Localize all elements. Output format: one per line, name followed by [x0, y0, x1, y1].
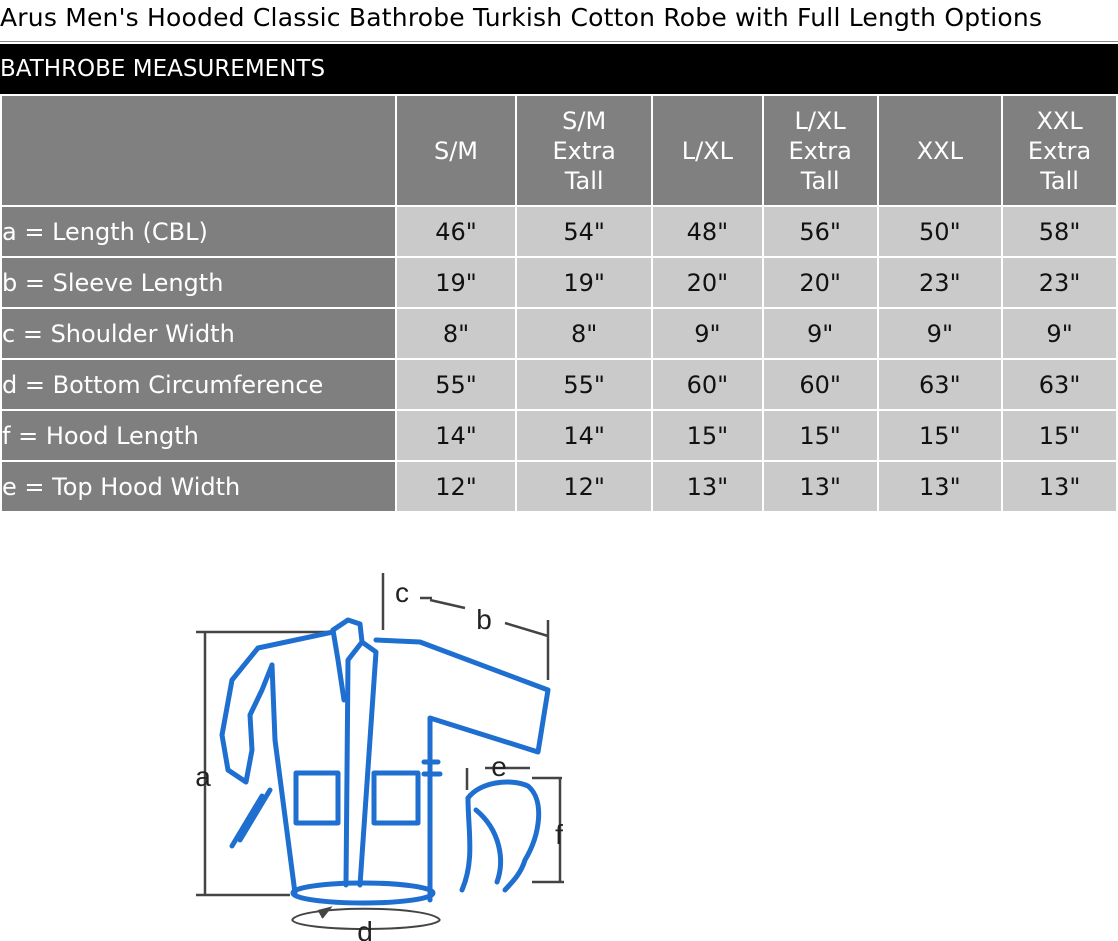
- measurement-cell: 9": [1001, 307, 1118, 360]
- row-label: b = Sleeve Length: [0, 256, 397, 309]
- row-label: c = Shoulder Width: [0, 307, 397, 360]
- column-header: XXL: [876, 94, 1004, 207]
- measurement-cell: 19": [394, 256, 518, 309]
- measurement-cell: 23": [876, 256, 1004, 309]
- row-label: f = Hood Length: [0, 409, 397, 462]
- section-banner: BATHROBE MEASUREMENTS: [0, 44, 1118, 94]
- column-header-line: XXL: [1036, 106, 1083, 135]
- circumference-arrow: [291, 906, 441, 930]
- measurement-cell: 54": [515, 205, 653, 258]
- column-header-line: S/M: [433, 136, 479, 165]
- measurement-cell: 13": [876, 460, 1004, 513]
- robe-outline: [219, 617, 551, 906]
- row-label: e = Top Hood Width: [0, 460, 397, 513]
- measurement-cell: 8": [515, 307, 653, 360]
- label-e: e: [491, 751, 507, 782]
- measurement-cell: 13": [651, 460, 764, 513]
- measurement-cell: 15": [876, 409, 1004, 462]
- bathrobe-diagram: a b c d e f: [195, 573, 564, 941]
- measurement-cell: 46": [394, 205, 518, 258]
- measurement-cell: 9": [651, 307, 764, 360]
- measurement-cell: 19": [515, 256, 653, 309]
- measurement-cell: 23": [1001, 256, 1118, 309]
- column-header-line: Extra: [1027, 136, 1092, 165]
- table-row: a = Length (CBL)46"54"48"56"50"58": [0, 205, 1118, 258]
- measurement-cell: 15": [761, 409, 879, 462]
- dimension-lines: [196, 573, 564, 897]
- measurement-cell: 48": [651, 205, 764, 258]
- header-corner-cell: [0, 94, 397, 207]
- measurement-cell: 8": [394, 307, 518, 360]
- column-header-line: L/XL: [681, 136, 733, 165]
- measurement-cell: 12": [394, 460, 518, 513]
- column-header-line: Extra: [788, 136, 852, 165]
- column-header: S/M: [394, 94, 518, 207]
- measurement-cell: 12": [515, 460, 653, 513]
- row-label: a = Length (CBL): [0, 205, 397, 258]
- measurement-cell: 60": [651, 358, 764, 411]
- row-label: d = Bottom Circumference: [0, 358, 397, 411]
- label-b: b: [476, 604, 492, 635]
- label-c: c: [395, 577, 409, 608]
- title-divider: [0, 41, 1118, 42]
- measurement-cell: 20": [761, 256, 879, 309]
- column-header-line: XXL: [916, 136, 963, 165]
- measurement-cell: 9": [876, 307, 1004, 360]
- column-header-line: L/XL: [794, 106, 846, 135]
- column-header-line: S/M: [562, 106, 607, 135]
- label-f: f: [555, 819, 563, 850]
- measurement-cell: 14": [394, 409, 518, 462]
- measurement-cell: 56": [761, 205, 879, 258]
- measurement-cell: 9": [761, 307, 879, 360]
- page-title: Arus Men's Hooded Classic Bathrobe Turki…: [0, 3, 1043, 32]
- measurement-cell: 63": [1001, 358, 1118, 411]
- measurement-cell: 13": [761, 460, 879, 513]
- measurement-cell: 58": [1001, 205, 1118, 258]
- label-d: d: [357, 916, 373, 941]
- measurement-cell: 55": [515, 358, 653, 411]
- measurement-cell: 55": [394, 358, 518, 411]
- measurement-cell: 15": [651, 409, 764, 462]
- measurement-cell: 63": [876, 358, 1004, 411]
- measurement-cell: 50": [876, 205, 1004, 258]
- measurement-cell: 60": [761, 358, 879, 411]
- measurement-cell: 15": [1001, 409, 1118, 462]
- column-header: L/XL: [651, 94, 764, 207]
- label-a: a: [195, 761, 211, 792]
- column-header-line: Tall: [564, 166, 604, 195]
- column-header-line: Tall: [1040, 166, 1079, 195]
- column-header-line: Extra: [552, 136, 616, 165]
- column-header-line: Tall: [800, 166, 840, 195]
- measurement-cell: 20": [651, 256, 764, 309]
- measurement-cell: 13": [1001, 460, 1118, 513]
- measurement-cell: 14": [515, 409, 653, 462]
